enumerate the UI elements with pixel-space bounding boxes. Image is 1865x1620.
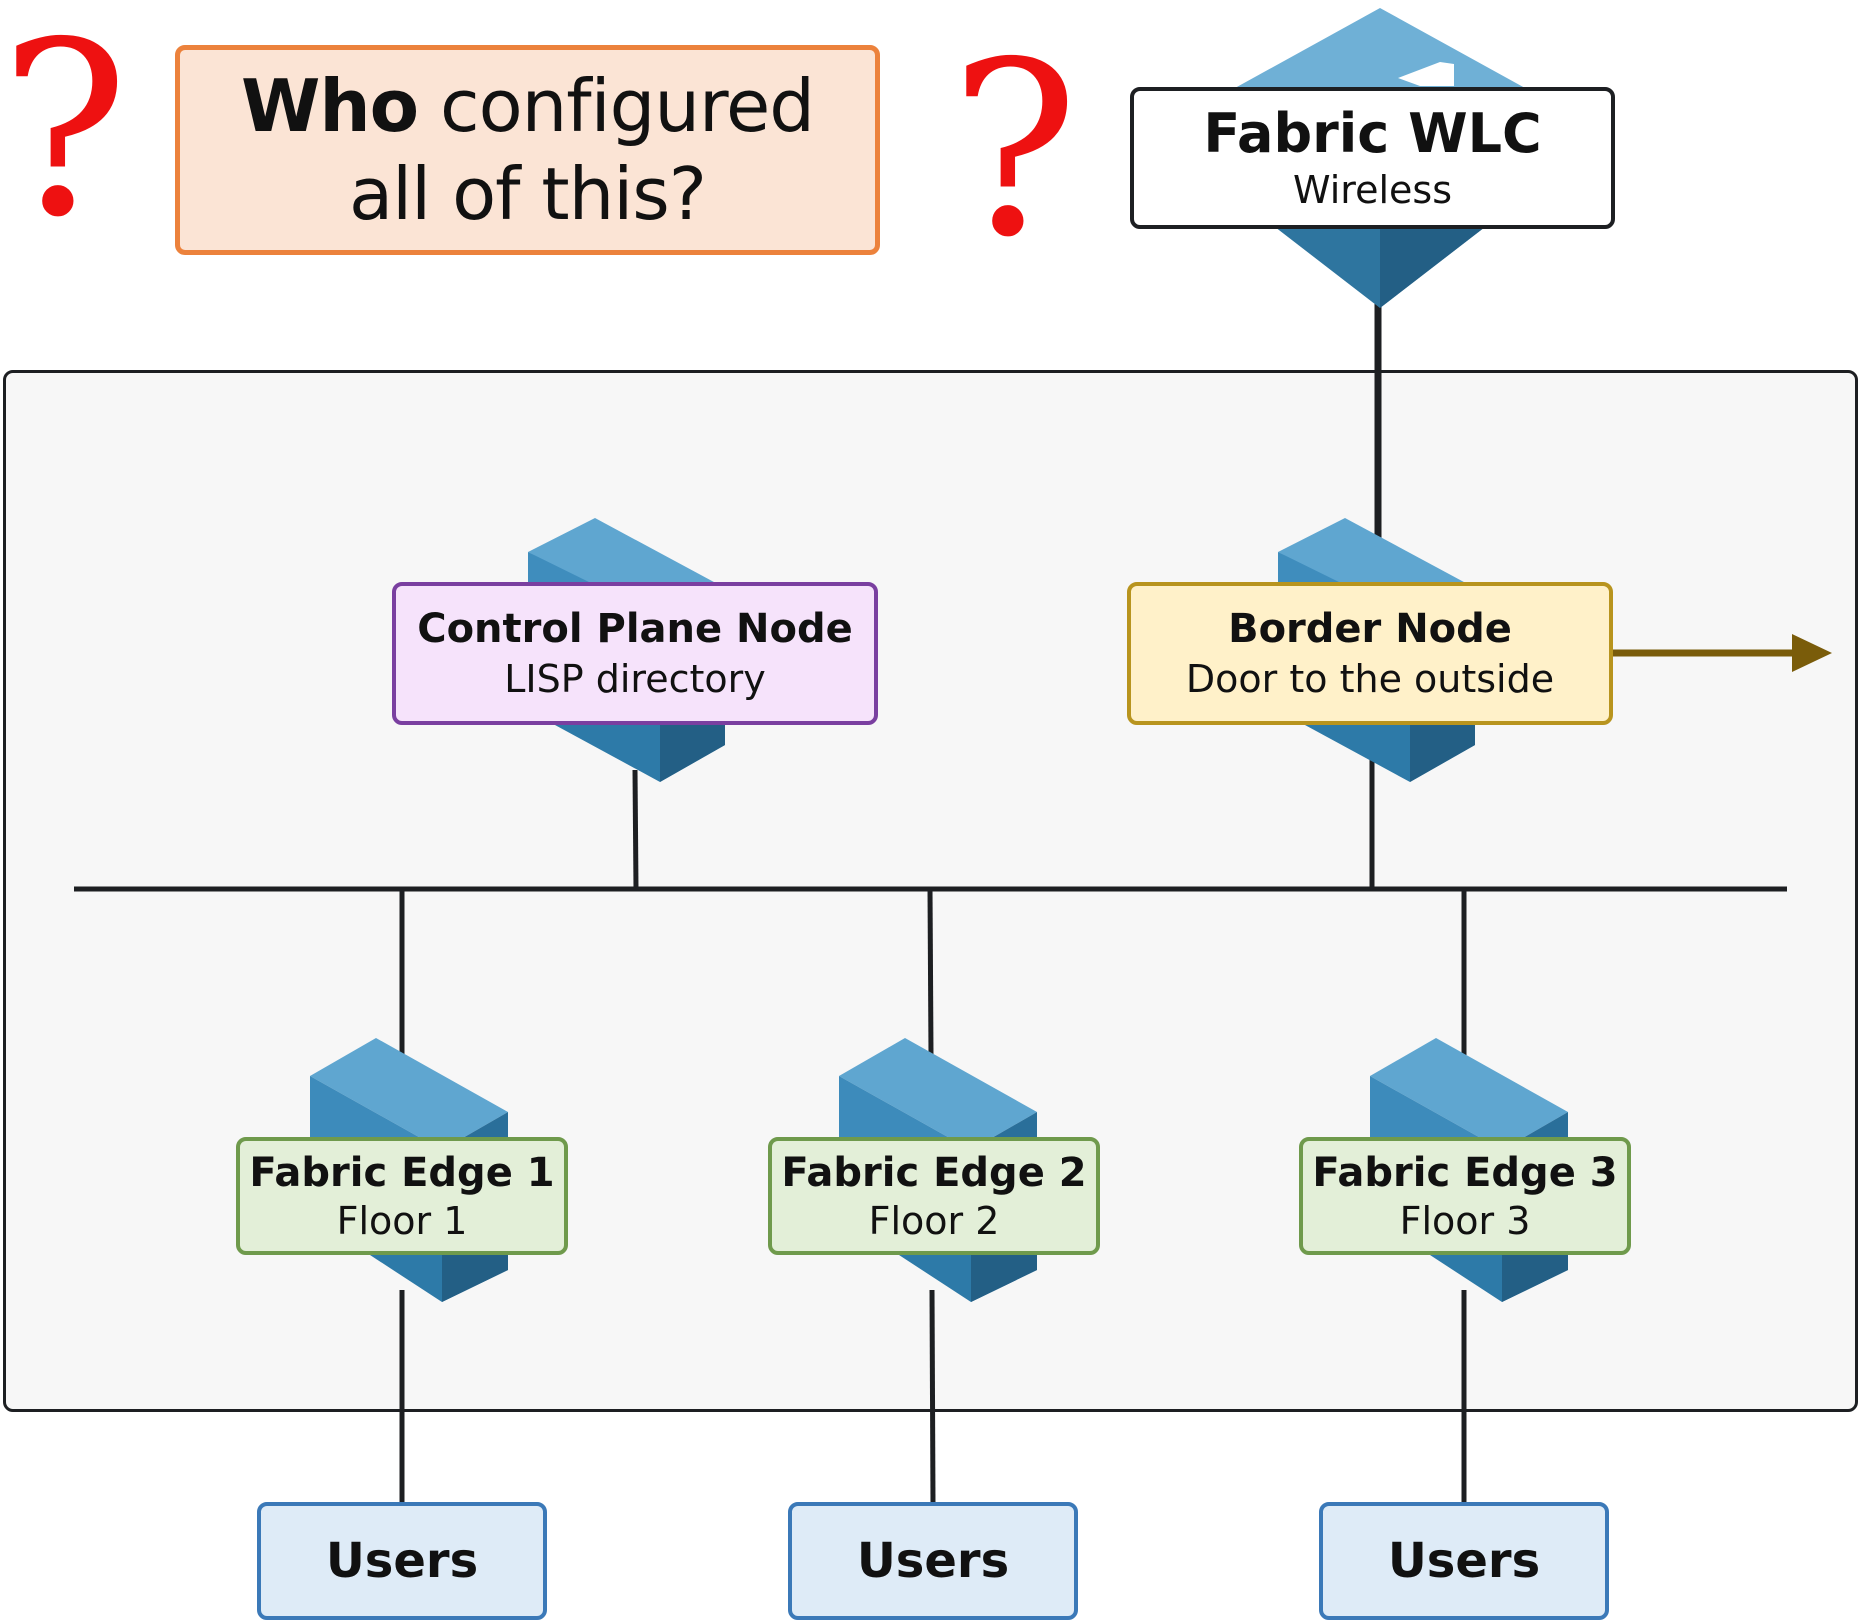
fabric-wlc-title: Fabric WLC bbox=[1203, 102, 1542, 165]
fabric-edge-title: Fabric Edge 2 bbox=[781, 1150, 1087, 1196]
fabric-wlc-label: Fabric WLC Wireless bbox=[1130, 87, 1615, 229]
users-label: Users bbox=[856, 1533, 1010, 1589]
multilayer-switch-icon bbox=[528, 518, 725, 782]
control-plane-subtitle: LISP directory bbox=[504, 656, 766, 701]
fabric-edge-subtitle: Floor 2 bbox=[868, 1199, 1000, 1243]
users-box: Users bbox=[1319, 1502, 1609, 1620]
wire-edge2-users bbox=[929, 1289, 936, 1505]
question-line-2: all of this? bbox=[349, 152, 707, 236]
users-box: Users bbox=[788, 1502, 1078, 1620]
users-label: Users bbox=[325, 1533, 479, 1589]
question-callout: Who configured all of this? bbox=[175, 45, 880, 255]
fabric-edge-label: Fabric Edge 1 Floor 1 bbox=[236, 1137, 568, 1255]
fabric-edge-label: Fabric Edge 3 Floor 3 bbox=[1299, 1137, 1631, 1255]
fabric-wlc-subtitle: Wireless bbox=[1293, 168, 1452, 212]
users-label: Users bbox=[1387, 1533, 1541, 1589]
fabric-edge-subtitle: Floor 3 bbox=[1399, 1199, 1531, 1243]
fabric-edge-label: Fabric Edge 2 Floor 2 bbox=[768, 1137, 1100, 1255]
question-mark-right: ? bbox=[950, 10, 1079, 290]
question-line-1-rest: configured bbox=[418, 64, 815, 148]
border-node-subtitle: Door to the outside bbox=[1185, 656, 1555, 701]
fabric-edge-subtitle: Floor 1 bbox=[336, 1199, 468, 1243]
question-mark-left: ? bbox=[0, 0, 129, 270]
question-line-1: Who configured bbox=[240, 62, 815, 150]
multilayer-switch-icon bbox=[839, 1038, 1037, 1302]
arrow-right-icon bbox=[1792, 634, 1832, 672]
fabric-edge-title: Fabric Edge 3 bbox=[1312, 1150, 1618, 1196]
control-plane-label: Control Plane Node LISP directory bbox=[392, 582, 878, 725]
multilayer-switch-icon bbox=[1370, 1038, 1568, 1302]
question-bold-word: Who bbox=[240, 64, 419, 148]
border-node-title: Border Node bbox=[1228, 605, 1512, 652]
users-box: Users bbox=[257, 1502, 547, 1620]
control-plane-title: Control Plane Node bbox=[417, 605, 853, 652]
fabric-edge-title: Fabric Edge 1 bbox=[249, 1150, 555, 1196]
wire-controlplane-bus bbox=[632, 769, 639, 890]
wire-bus-edge2 bbox=[927, 888, 934, 1056]
border-node-label: Border Node Door to the outside bbox=[1127, 582, 1613, 725]
